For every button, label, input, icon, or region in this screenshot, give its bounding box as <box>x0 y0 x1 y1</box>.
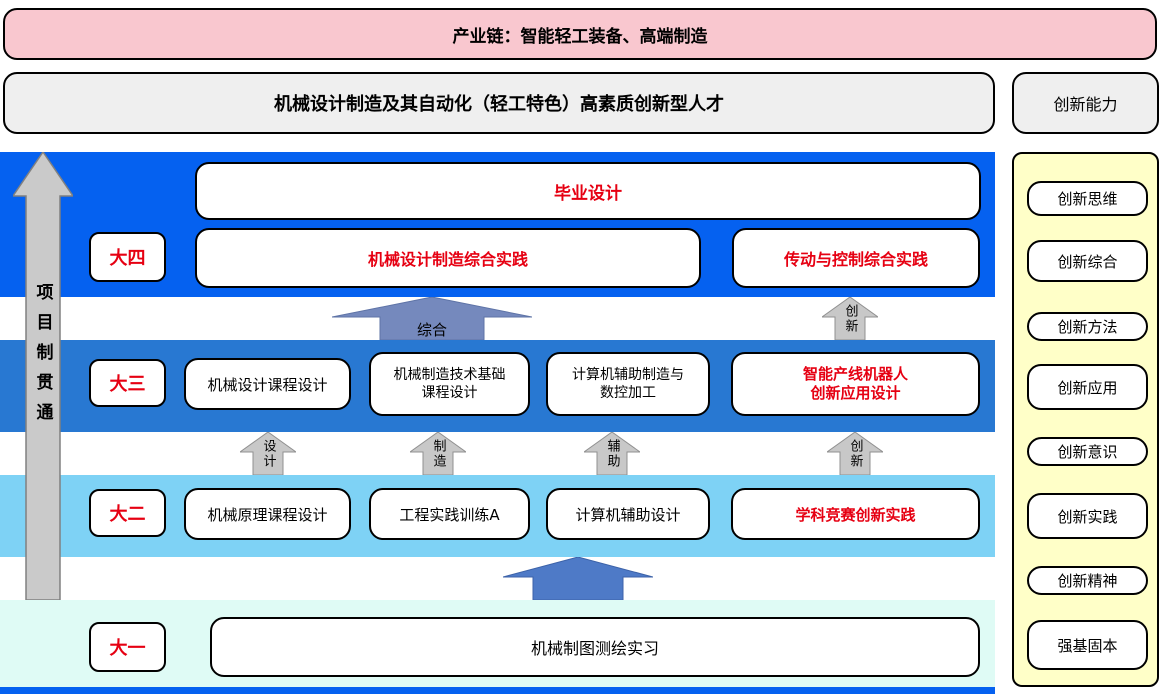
design-up-arrow-icon <box>240 432 296 475</box>
ability-pill: 创新意识 <box>1027 437 1148 466</box>
year1-band: 大一 机械制图测绘实习 <box>0 600 995 687</box>
ability-pill: 创新综合 <box>1027 240 1148 282</box>
ability-pill: 创新应用 <box>1027 364 1148 410</box>
year3-course-1: 机械设计课程设计 <box>184 358 351 410</box>
year2-course-1: 机械原理课程设计 <box>184 488 351 540</box>
year3-course-2: 机械制造技术基础 课程设计 <box>369 352 530 416</box>
manufacture-up-arrow-icon <box>410 432 466 475</box>
year2-label: 大二 <box>89 489 166 537</box>
year2-course-4: 学科竞赛创新实践 <box>731 488 980 540</box>
year4-practice-1: 机械设计制造综合实践 <box>195 228 701 288</box>
year3-band: 大三 机械设计课程设计 机械制造技术基础 课程设计 计算机辅助制造与 数控加工 … <box>0 340 995 432</box>
year2-band: 大二 机械原理课程设计 工程实践训练A 计算机辅助设计 学科竞赛创新实践 <box>0 475 995 557</box>
assist-up-arrow-icon <box>584 432 640 475</box>
comprehensive-up-arrow-icon <box>332 297 532 340</box>
bottom-strip <box>0 687 995 694</box>
innovation-ability-header: 创新能力 <box>1012 72 1159 134</box>
innovation-up-arrow-top-icon <box>822 297 878 340</box>
year1-course-1: 机械制图测绘实习 <box>210 617 980 677</box>
year4-practice-2: 传动与控制综合实践 <box>732 228 980 288</box>
ability-pill: 创新精神 <box>1027 566 1148 595</box>
ability-panel: 创新思维 创新综合 创新方法 创新应用 创新意识 创新实践 创新精神 强基固本 <box>1012 152 1159 687</box>
ability-pill: 创新思维 <box>1027 181 1148 216</box>
innovation-up-arrow-icon <box>827 432 883 475</box>
year2-course-2: 工程实践训练A <box>369 488 530 540</box>
year1-label: 大一 <box>89 622 166 672</box>
industry-chain-banner: 产业链：智能轻工装备、高端制造 <box>3 8 1157 60</box>
ability-pill: 创新实践 <box>1027 493 1148 539</box>
year3-course-3: 计算机辅助制造与 数控加工 <box>546 352 710 416</box>
ability-pill: 创新方法 <box>1027 312 1148 341</box>
project-through-arrow-icon <box>13 152 73 600</box>
year2-course-3: 计算机辅助设计 <box>546 488 710 540</box>
year4-label: 大四 <box>89 232 166 282</box>
ability-pill: 强基固本 <box>1027 620 1148 670</box>
main-up-arrow-icon <box>503 557 653 600</box>
talent-banner: 机械设计制造及其自动化（轻工特色）高素质创新型人才 <box>3 72 995 134</box>
project-through-label: 项目制贯通 <box>32 283 53 433</box>
year3-label: 大三 <box>89 359 166 407</box>
year4-band: 毕业设计 大四 机械设计制造综合实践 传动与控制综合实践 <box>0 152 995 297</box>
year3-course-4: 智能产线机器人 创新应用设计 <box>731 352 980 416</box>
graduation-design-box: 毕业设计 <box>195 162 981 220</box>
